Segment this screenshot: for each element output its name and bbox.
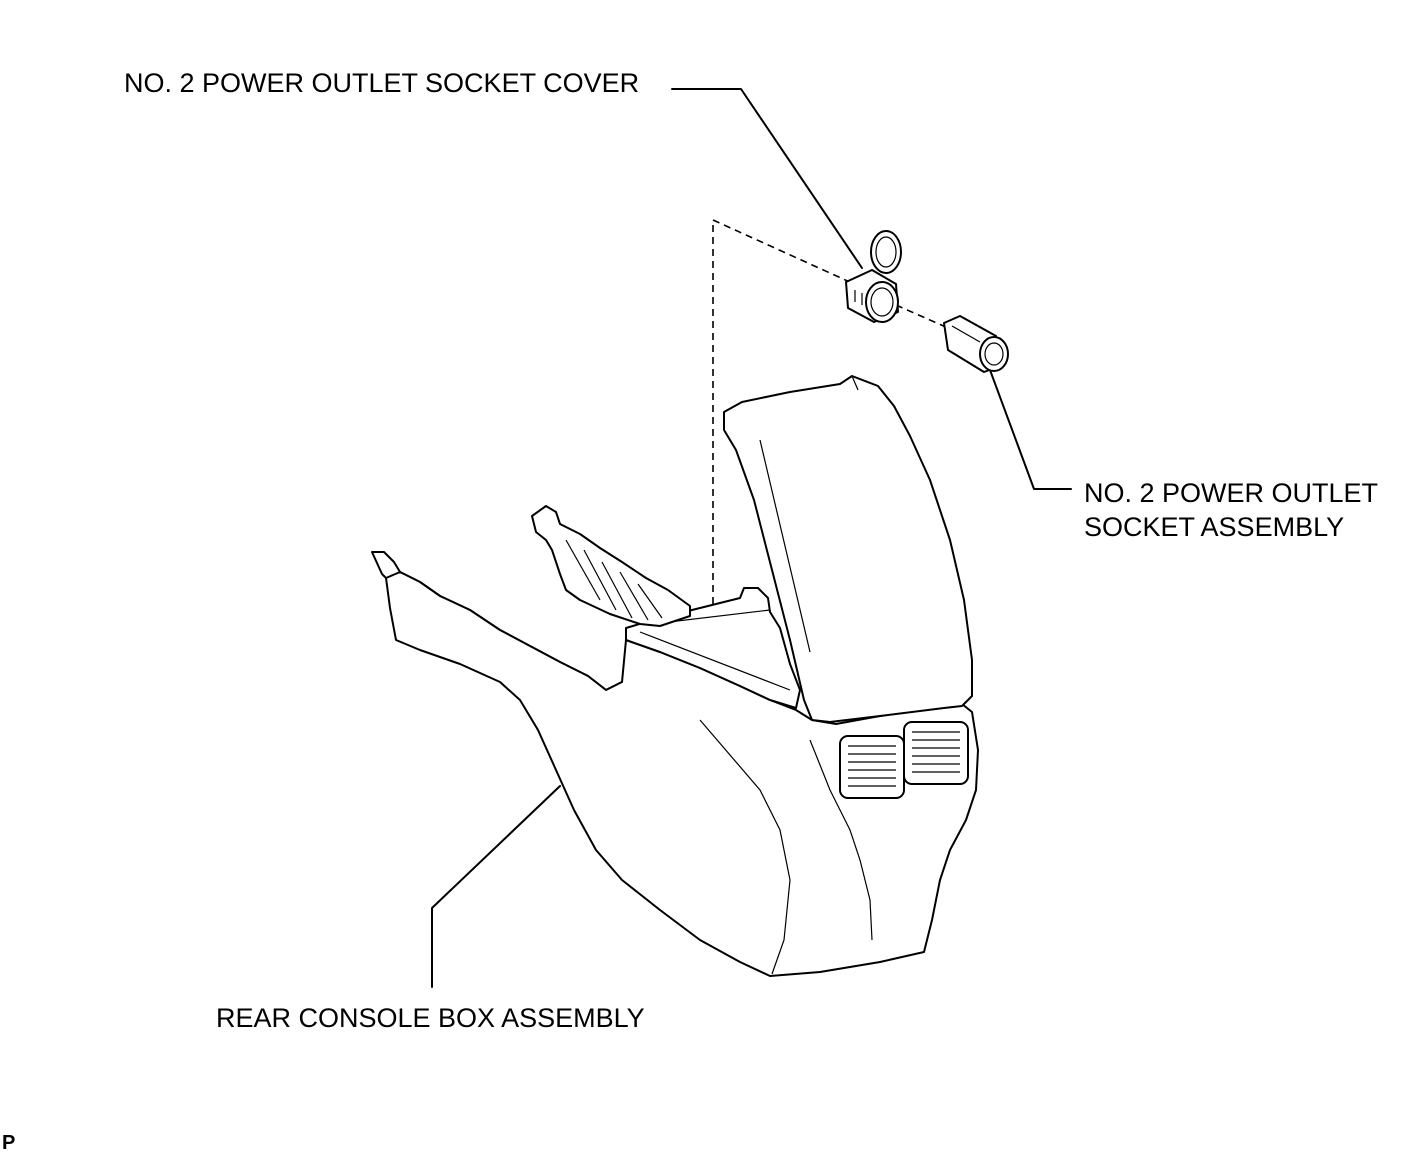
leader-socket-cover (671, 88, 863, 269)
label-rear-console-box-assembly: REAR CONSOLE BOX ASSEMBLY (216, 1003, 645, 1033)
page-mark: P (2, 1132, 16, 1154)
socket-cover-part (845, 230, 902, 323)
label-socket-assembly-line1: NO. 2 POWER OUTLET (1084, 478, 1379, 508)
console-box-part (371, 375, 979, 977)
socket-assembly-part (943, 315, 1009, 373)
label-socket-assembly-line2: SOCKET ASSEMBLY (1084, 512, 1345, 542)
leader-lines (431, 88, 1072, 988)
leader-socket-assembly (989, 369, 1072, 490)
leader-console-box (431, 785, 561, 988)
label-power-outlet-socket-assembly: NO. 2 POWER OUTLET SOCKET ASSEMBLY (1084, 476, 1378, 544)
label-power-outlet-socket-cover: NO. 2 POWER OUTLET SOCKET COVER (124, 68, 640, 98)
